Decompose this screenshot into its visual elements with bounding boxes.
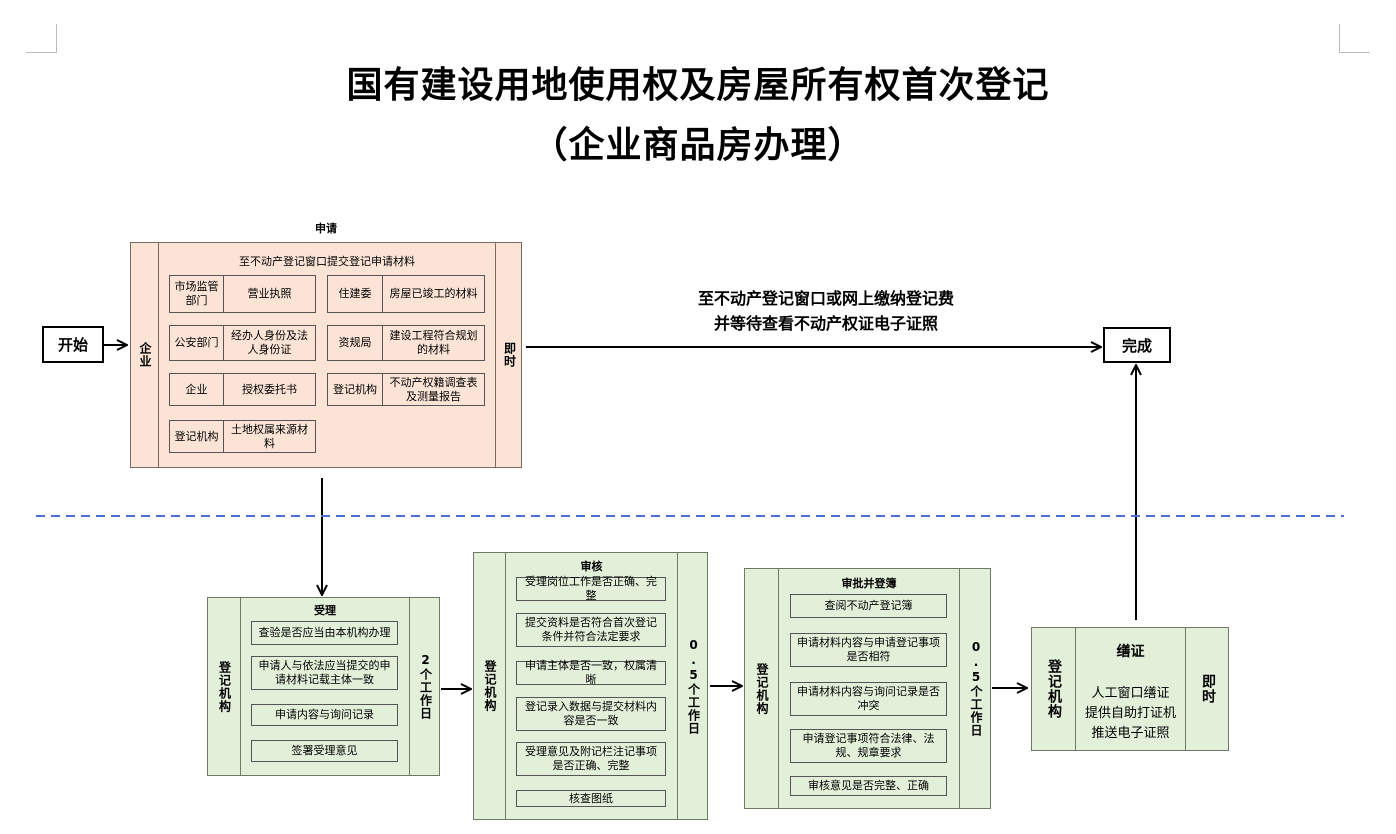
accept-side-left: 登记机构 <box>217 660 232 713</box>
finish-node: 完成 <box>1103 327 1171 363</box>
apply-material-7: 土地权属来源材料 <box>223 420 316 453</box>
accept-left-divider <box>240 598 241 775</box>
apply-dept-5: 企业 <box>169 373 224 406</box>
apply-dept-4: 资规局 <box>327 325 383 361</box>
review-item-1: 受理岗位工作是否正确、完整 <box>516 575 666 602</box>
approve-item-2: 申请材料内容与申请登记事项是否相符 <box>790 633 947 667</box>
review-item-4: 登记录入数据与提交材料内容是否一致 <box>516 697 666 731</box>
apply-material-5: 授权委托书 <box>223 373 316 406</box>
approve-item-1: 查阅不动产登记簿 <box>790 594 947 618</box>
accept-item-4: 签署受理意见 <box>251 740 398 762</box>
apply-side-right: 即时 <box>502 342 517 368</box>
review-panel: 登记机构 0.5个工作日 审核 受理岗位工作是否正确、完整 提交资料是否符合首次… <box>473 552 708 820</box>
certificate-left-divider <box>1075 628 1076 750</box>
title-line-1: 国有建设用地使用权及房屋所有权首次登记 <box>346 64 1050 106</box>
approve-item-5: 审核意见是否完整、正确 <box>790 776 947 796</box>
review-item-5: 受理意见及附记栏注记事项是否正确、完整 <box>516 742 666 776</box>
review-item-6: 核查图纸 <box>516 790 666 807</box>
apply-material-4: 建设工程符合规划的材料 <box>382 325 485 361</box>
accept-item-2: 申请人与依法应当提交的申请材料记载主体一致 <box>251 656 398 690</box>
apply-dept-1: 市场监管部门 <box>169 275 224 313</box>
approve-panel: 登记机构 0.5个工作日 审批并登簿 查阅不动产登记簿 申请材料内容与申请登记事… <box>744 568 991 809</box>
apply-subheading: 至不动产登记窗口提交登记申请材料 <box>239 255 415 268</box>
title-line-2: （企业商品房办理） <box>531 124 865 166</box>
approve-item-4: 申请登记事项符合法律、法规、规章要求 <box>790 729 947 763</box>
apply-heading: 申请 <box>315 222 337 235</box>
accept-right-divider <box>409 598 410 775</box>
approve-side-right: 0.5个工作日 <box>969 640 983 737</box>
approve-side-left: 登记机构 <box>755 662 769 715</box>
approve-right-divider <box>959 569 960 808</box>
certificate-right-divider <box>1185 628 1186 750</box>
corner-mark-top-right <box>1339 24 1370 53</box>
approve-heading: 审批并登簿 <box>841 577 897 590</box>
certificate-line-1: 人工窗口缮证 <box>1091 686 1170 701</box>
review-right-divider <box>677 553 678 819</box>
accept-item-1: 查验是否应当由本机构办理 <box>251 621 398 645</box>
review-item-2: 提交资料是否符合首次登记条件并符合法定要求 <box>516 613 666 647</box>
apply-panel: 企业 即时 至不动产登记窗口提交登记申请材料 市场监管部门 营业执照 住建委 房… <box>130 242 522 468</box>
review-side-left: 登记机构 <box>483 660 497 712</box>
certificate-side-right: 即时 <box>1200 674 1216 704</box>
accept-panel: 登记机构 2个工作日 受理 查验是否应当由本机构办理 申请人与依法应当提交的申请… <box>207 597 440 776</box>
approve-item-3: 申请材料内容与询问记录是否冲突 <box>790 682 947 716</box>
certificate-heading: 缮证 <box>1116 644 1145 660</box>
review-item-3: 申请主体是否一致，权属清晰 <box>516 659 666 686</box>
certificate-panel: 登记机构 即时 缮证 人工窗口缮证 提供自助打证机 推送电子证照 <box>1031 627 1229 751</box>
payment-note-line-1: 至不动产登记窗口或网上缴纳登记费 <box>697 289 954 308</box>
apply-side-left: 企业 <box>138 342 152 368</box>
apply-dept-6: 登记机构 <box>327 373 383 406</box>
review-left-divider <box>505 553 506 819</box>
accept-heading: 受理 <box>314 604 336 617</box>
apply-dept-2: 住建委 <box>327 275 383 313</box>
corner-mark-top-left <box>26 24 57 53</box>
apply-dept-7: 登记机构 <box>169 420 224 453</box>
approve-left-divider <box>778 569 779 808</box>
apply-material-3: 经办人身份及法人身份证 <box>223 325 316 361</box>
review-heading: 审核 <box>580 560 603 573</box>
apply-material-1: 营业执照 <box>223 275 316 313</box>
apply-panel-left-divider <box>158 243 159 467</box>
apply-material-6: 不动产权籍调查表及测量报告 <box>382 373 485 406</box>
apply-panel-right-divider <box>495 243 496 467</box>
accept-item-3: 申请内容与询问记录 <box>251 704 398 726</box>
certificate-side-left: 登记机构 <box>1046 659 1062 719</box>
payment-note-line-2: 并等待查看不动产权证电子证照 <box>713 314 938 333</box>
certificate-line-2: 提供自助打证机 <box>1084 706 1176 721</box>
accept-side-right: 2个工作日 <box>418 653 433 720</box>
start-node: 开始 <box>42 326 104 363</box>
apply-material-2: 房屋已竣工的材料 <box>382 275 485 313</box>
apply-dept-3: 公安部门 <box>169 325 224 361</box>
review-side-right: 0.5个工作日 <box>686 637 701 735</box>
certificate-line-3: 推送电子证照 <box>1091 726 1170 741</box>
